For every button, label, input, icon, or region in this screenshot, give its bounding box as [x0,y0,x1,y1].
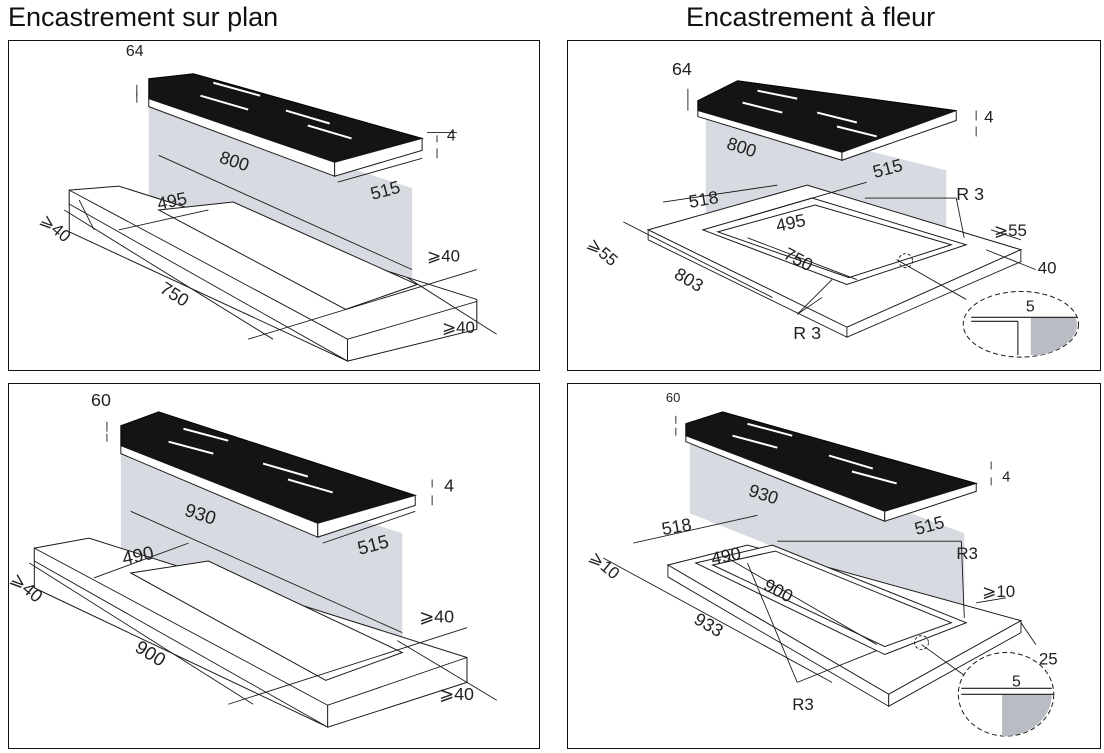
heat-zone-marks [742,89,877,138]
dim-thickness-4: 4 [447,127,456,144]
dim-side-25: 25 [1039,649,1058,668]
cutout-opening [716,204,953,279]
edge-detail-inset [957,652,1055,737]
countertop-side-face [888,619,1022,707]
dim-height-64: 64 [672,59,692,79]
heat-zone-marks [200,74,352,140]
cutout-opening [157,201,419,310]
dim-radius-top: R 3 [956,184,984,204]
dim-detail-5: 5 [1012,673,1021,690]
hob-side-edge [334,137,423,177]
heat-zone-marks [732,422,897,485]
dim-side-gap-bottom: ⩾40 [439,684,474,704]
dim-thickness-4: 4 [1002,469,1010,485]
dimension-lines [623,88,1036,315]
dim-thickness-4: 4 [444,475,454,495]
dimension-lines [29,421,498,705]
dim-recess-depth-518: 518 [660,514,693,539]
countertop-side-face [846,249,1022,338]
dim-radius-bottom: R 3 [793,323,821,343]
title-built-in-on-counter: Encastrement sur plan [8,2,279,32]
hob-side-edge [884,482,977,522]
dim-height-64: 64 [126,43,144,60]
dim-front-gap: ⩾10 [586,548,623,584]
cutout-opening [711,550,953,648]
dim-recess-length-933: 933 [691,609,727,641]
dim-detail-5: 5 [1026,298,1035,315]
dim-recess-length-803: 803 [671,264,707,296]
dim-radius-bottom: R3 [792,695,814,714]
cutout-opening [129,560,404,681]
detail-marker [914,635,929,650]
dim-height-60: 60 [91,390,111,410]
title-flush-mount: Encastrement à fleur [686,2,936,32]
diagram-on-counter-800: 64 4 800 515 495 ⩾40 750 ⩾40 ⩾40 [8,40,540,371]
dim-side-gap: ⩾55 [994,221,1027,240]
cutout-shadow [689,431,965,623]
dim-front-gap: ⩾55 [584,234,621,270]
dimension-lines [64,84,497,340]
hob-side-edge [841,109,957,161]
heat-zone-marks [168,427,333,494]
dim-side-gap: ⩾10 [982,582,1015,601]
dim-height-60: 60 [666,390,680,405]
edge-detail-inset [962,290,1080,358]
dim-thickness-4: 4 [984,108,993,127]
dim-side-gap-top: ⩾40 [419,607,454,627]
dimension-lines [603,415,1037,683]
hob-side-edge [317,494,416,538]
countertop-side-face [347,300,478,362]
diagram-flush-930: 60 4 930 515 518 R3 ⩾10 490 900 ⩾10 933 … [567,383,1101,749]
dim-radius-top: R3 [956,544,978,563]
dim-side-gap-bottom: ⩾40 [442,318,475,337]
diagram-flush-800: 64 4 800 515 518 R 3 495 ⩾55 ⩾55 803 750… [567,40,1101,371]
diagram-on-counter-930: 60 4 930 515 490 ⩾40 900 ⩾40 ⩾40 [8,383,540,749]
dim-front-gap: ⩾40 [37,210,74,246]
dim-side-40: 40 [1038,259,1057,278]
dim-side-gap-top: ⩾40 [427,247,460,266]
